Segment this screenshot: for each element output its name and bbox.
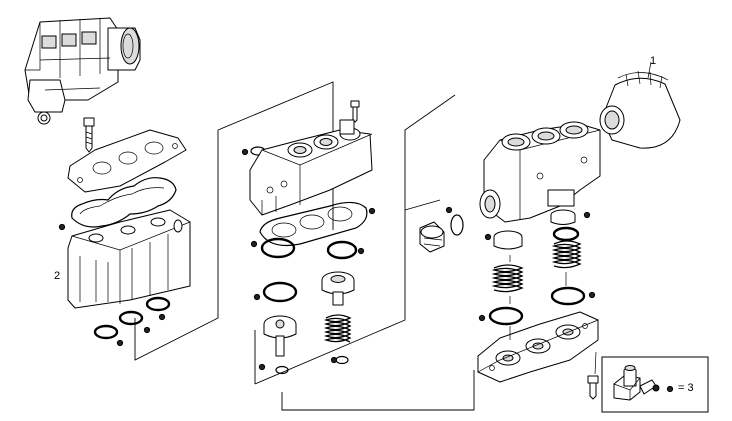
- callout-label-2: 2: [54, 270, 61, 282]
- gasket-plate-upper: [67, 129, 187, 193]
- valve-body-middle: [249, 119, 373, 216]
- o-ring-fitting: [450, 214, 464, 236]
- complete-valve-assembly: [24, 17, 141, 125]
- callout-label-1: 1: [650, 55, 657, 67]
- valve-body-left: [67, 209, 191, 309]
- o-ring-right-top: [552, 226, 580, 242]
- o-rings-right-lower: [488, 286, 586, 326]
- leader-lines-right: [509, 255, 597, 375]
- gasket-seal-left: [71, 177, 177, 228]
- valve-plunger-left: [263, 315, 297, 357]
- o-rings-middle: [260, 237, 358, 303]
- bullet-markers: [58, 148, 596, 371]
- kit-legend-text: = 3: [678, 382, 694, 394]
- o-rings-left: [93, 296, 171, 340]
- valve-plunger-right: [321, 271, 355, 306]
- frame-lines: [134, 81, 475, 411]
- valve-body-right: [479, 121, 601, 223]
- spring-middle: [323, 314, 352, 343]
- springs-right: [491, 240, 582, 293]
- round-end-cap: [599, 61, 681, 149]
- fitting-plug: [419, 221, 445, 253]
- small-o-rings-middle: [275, 355, 349, 375]
- small-screw-middle: [350, 100, 360, 123]
- bolt-right: [587, 375, 599, 400]
- valve-cover-right: [477, 311, 599, 383]
- valve-seats-right: [493, 209, 576, 250]
- bolt-left: [83, 117, 95, 153]
- repair-kit-box-icon: [601, 356, 709, 413]
- gasket-three-hole: [259, 201, 368, 247]
